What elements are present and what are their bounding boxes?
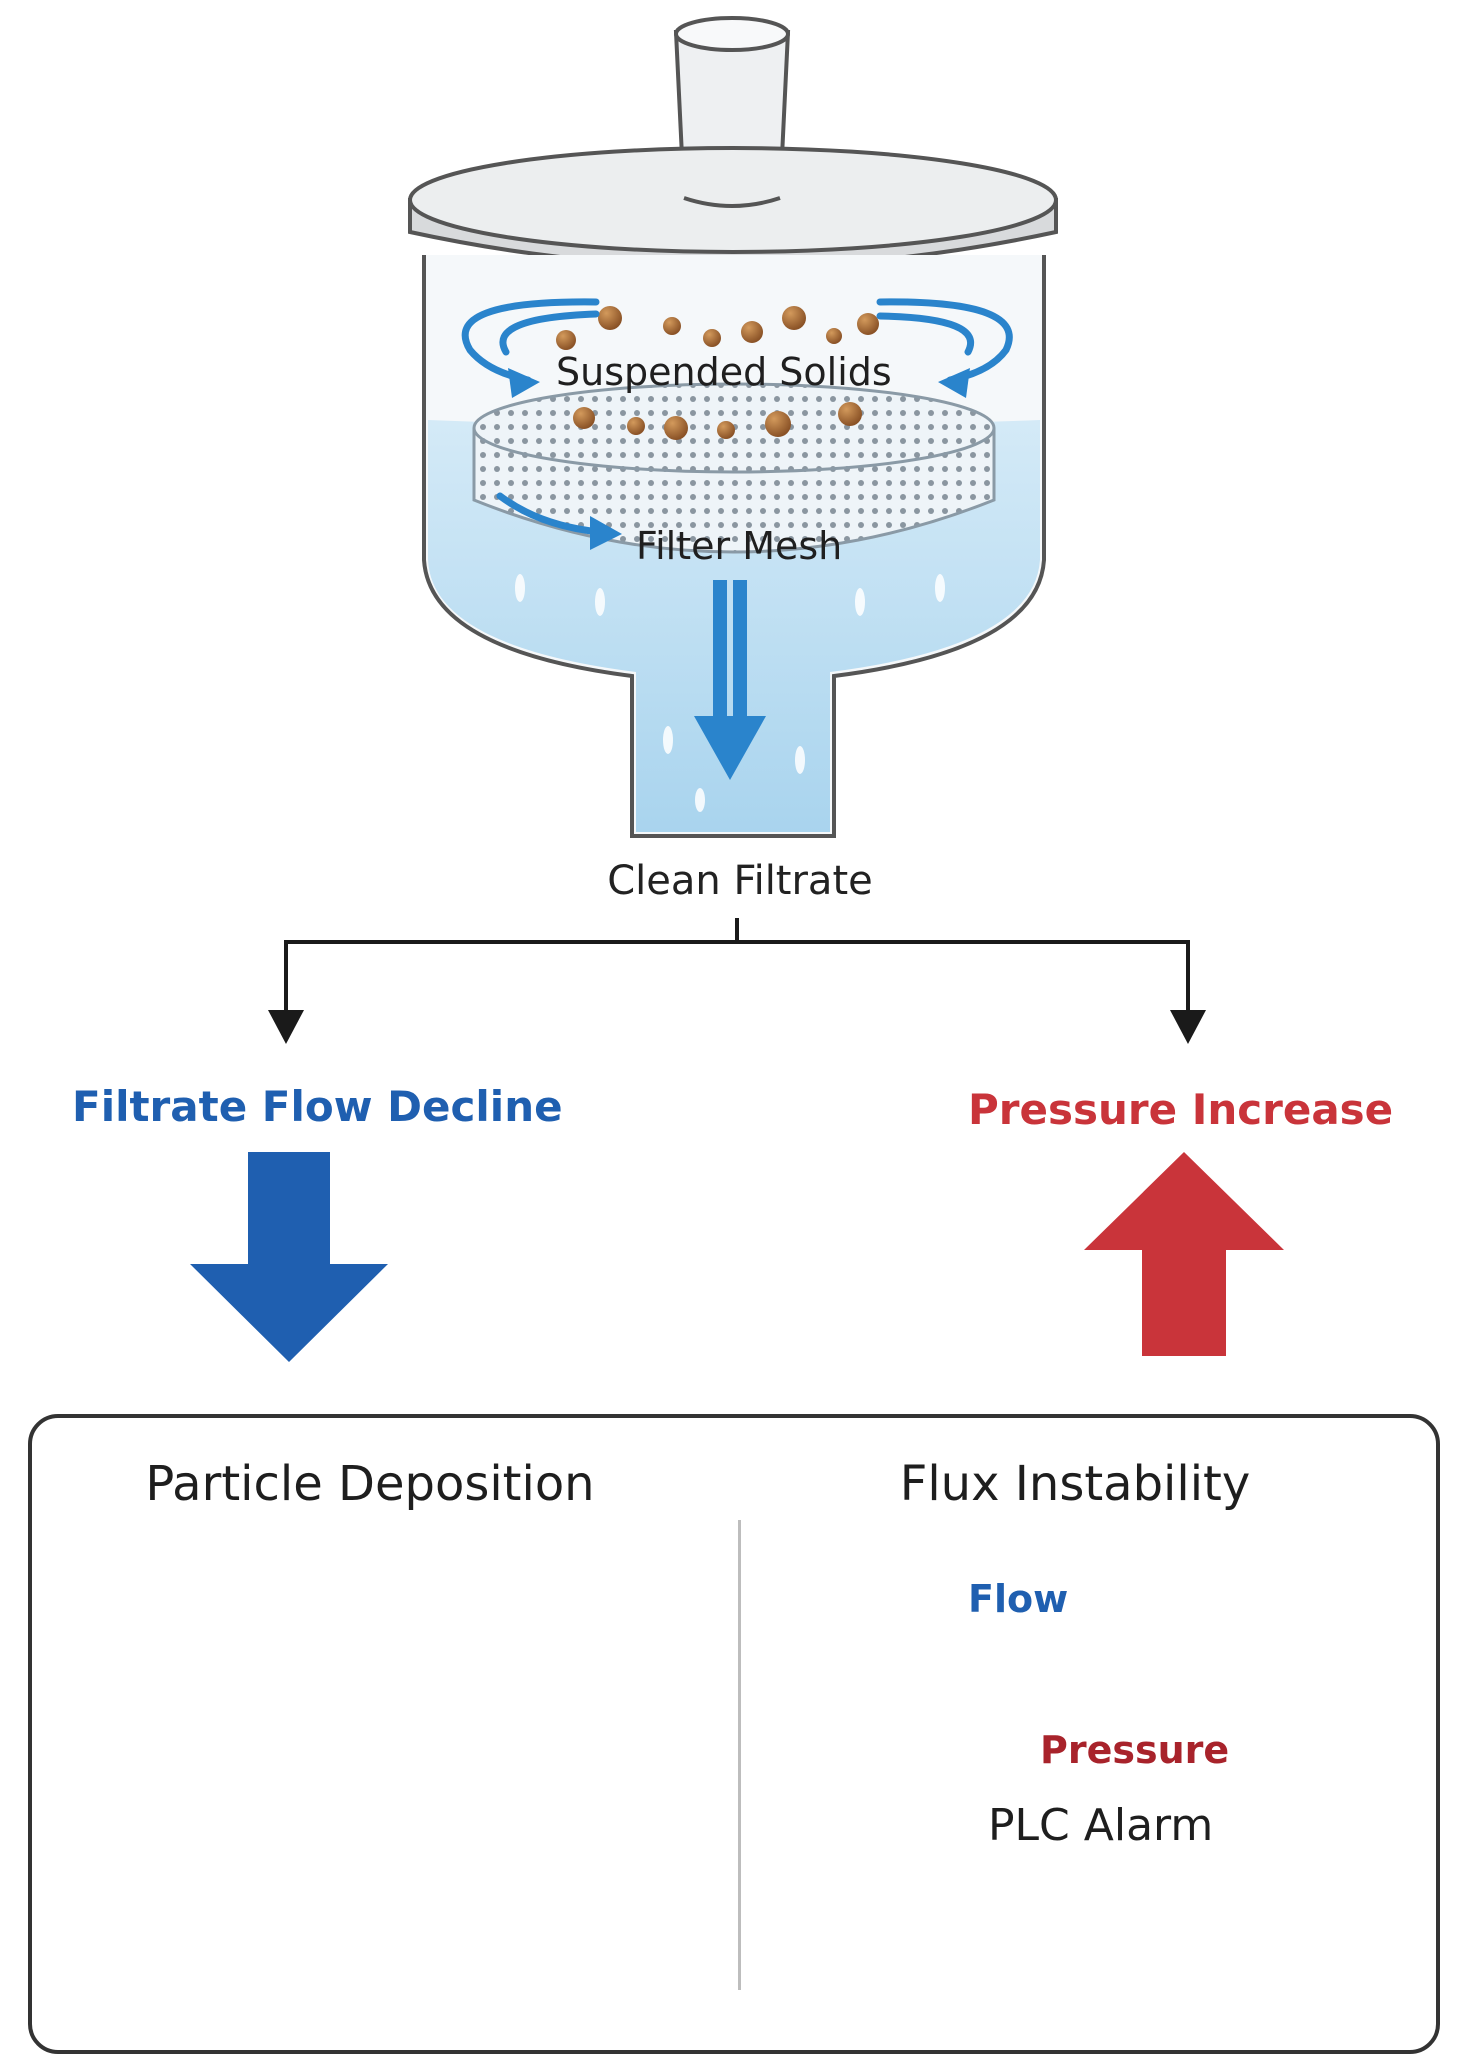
filter-mesh-label: Filter Mesh (636, 524, 843, 568)
pressure-increase-arrow (1084, 1152, 1284, 1356)
flow-decline-arrow (190, 1152, 388, 1362)
arrowhead-left (268, 1010, 304, 1044)
swirl-arrows (461, 298, 1013, 536)
suspended-particles (556, 306, 879, 440)
arrowhead-right (1170, 1010, 1206, 1044)
panel-divider (738, 1520, 741, 1990)
filter-housing (408, 16, 1058, 838)
flow-decline-label: Filtrate Flow Decline (72, 1082, 563, 1131)
branch-connector (284, 918, 1190, 1010)
flux-instability-title: Flux Instability (899, 1456, 1251, 1512)
clean-filtrate-label: Clean Filtrate (607, 858, 873, 904)
particle-deposition-title: Particle Deposition (145, 1456, 595, 1512)
pressure-increase-label: Pressure Increase (968, 1085, 1394, 1134)
outcome-panel (28, 1414, 1440, 2054)
filtrate-flow-arrow (694, 580, 766, 780)
suspended-solids-label: Suspended Solids (556, 350, 892, 394)
chart-pressure-label: Pressure (1040, 1728, 1230, 1772)
chart-flow-label: Flow (968, 1577, 1069, 1621)
plc-alarm-label: PLC Alarm (988, 1800, 1214, 1851)
